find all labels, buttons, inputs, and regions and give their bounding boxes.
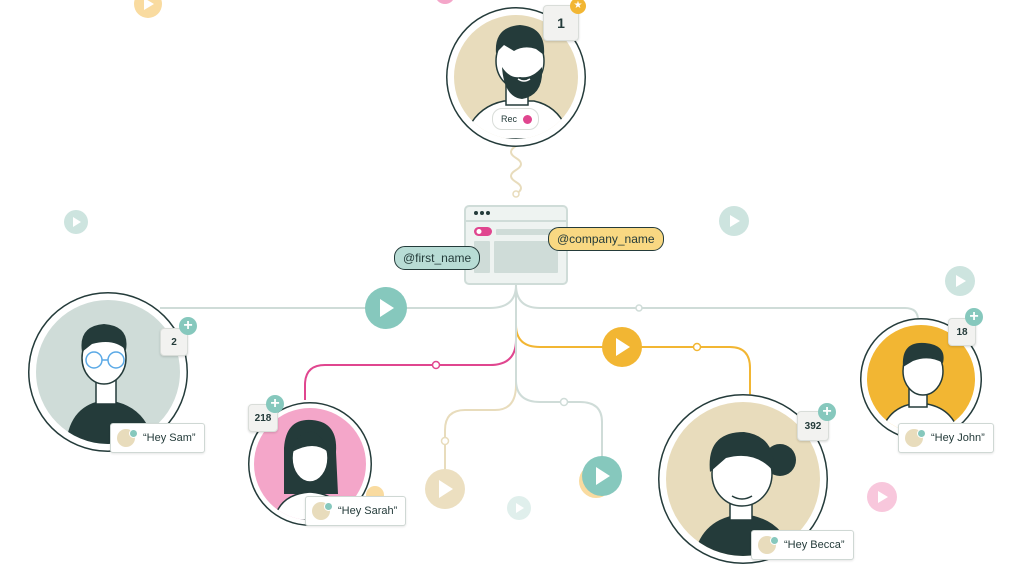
greeting-card-becca: “Hey Becca” xyxy=(751,530,854,560)
greeting-label: “Hey Becca” xyxy=(784,539,845,551)
mini-avatar-icon xyxy=(117,429,138,447)
play-icon xyxy=(507,496,531,520)
plus-icon[interactable]: + xyxy=(965,308,983,326)
bearded-man-illustration xyxy=(463,25,571,139)
greeting-card-john: “Hey John” xyxy=(898,423,994,453)
play-icon xyxy=(134,0,162,18)
record-indicator[interactable]: Rec xyxy=(492,108,540,130)
decorative-dot xyxy=(437,0,453,4)
view-count-badge: 392 xyxy=(797,411,829,441)
play-icon xyxy=(719,206,749,236)
browser-window xyxy=(464,205,568,285)
greeting-card-sarah: “Hey Sarah” xyxy=(305,496,407,526)
plus-icon[interactable]: + xyxy=(179,317,197,335)
play-icon xyxy=(945,266,975,296)
greeting-label: “Hey Sam” xyxy=(143,432,196,444)
rec-label: Rec xyxy=(501,114,518,124)
play-icon[interactable] xyxy=(579,456,622,498)
greeting-label: “Hey Sarah” xyxy=(338,505,398,517)
play-icon xyxy=(867,482,897,512)
mini-avatar-icon xyxy=(758,536,779,554)
plus-icon[interactable]: + xyxy=(266,395,284,413)
company-name-tag: @company_name xyxy=(548,227,664,251)
greeting-card-sam: “Hey Sam” xyxy=(110,423,205,453)
record-dot-icon xyxy=(523,114,533,124)
greeting-label: “Hey John” xyxy=(931,432,985,444)
plus-icon[interactable]: + xyxy=(818,403,836,421)
avatar-becca xyxy=(658,394,828,564)
play-icon[interactable] xyxy=(602,327,642,367)
play-icon[interactable] xyxy=(425,469,465,509)
star-icon: ★ xyxy=(570,0,586,14)
play-icon xyxy=(64,210,88,234)
mini-avatar-icon xyxy=(905,429,926,447)
play-icon[interactable] xyxy=(365,287,407,329)
first-name-tag: @first_name xyxy=(394,246,481,270)
avatar-sam xyxy=(28,292,188,452)
mini-avatar-icon xyxy=(312,502,333,520)
